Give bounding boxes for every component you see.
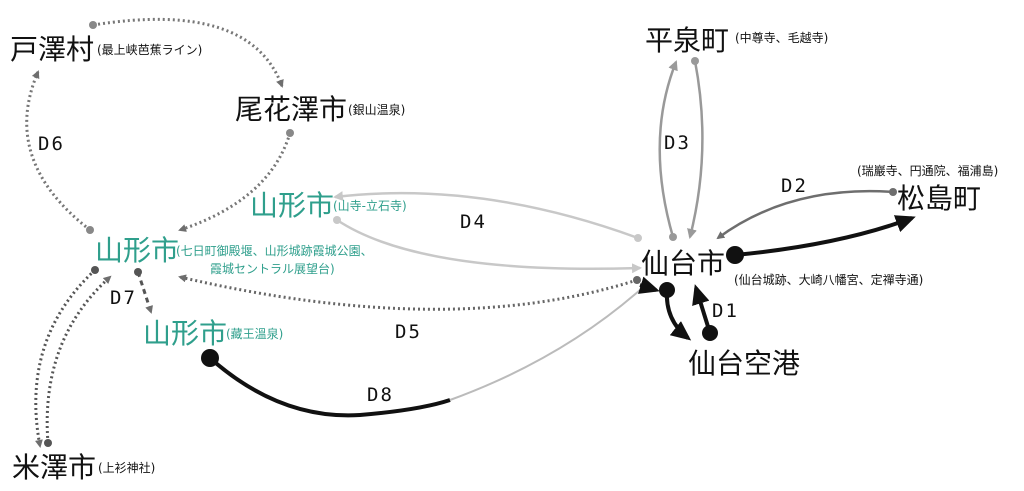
node-tozawa-note: (最上峡芭蕉ライン)	[97, 43, 203, 57]
edge-d2	[716, 189, 916, 257]
node-hiraizumi-note: (中尊寺、毛越寺)	[735, 31, 829, 45]
node-obanazawa-note: (銀山温泉)	[348, 103, 406, 117]
node-matsushima-note: (瑞巖寺、円通院、福浦島)	[857, 164, 999, 178]
edge-d8	[208, 289, 641, 418]
edge-d4	[333, 191, 642, 274]
edge-label-d1: D1	[712, 300, 739, 322]
node-matsushima: 松島町	[897, 182, 982, 215]
edge-label-d8: D8	[367, 384, 394, 406]
edge-label-d7: D7	[110, 287, 137, 309]
edge-d5	[178, 274, 638, 311]
node-tozawa: 戸澤村	[10, 33, 95, 66]
node-yamagata-yamadera-note: (山寺-立石寺)	[333, 199, 407, 213]
edge-d1	[638, 276, 712, 341]
node-yamagata-main-note-2: 霞城セントラル展望台)	[210, 262, 335, 276]
node-obanazawa: 尾花澤市	[235, 93, 348, 126]
node-yamagata-zao: 山形市	[143, 317, 228, 350]
edge-label-d4: D4	[460, 211, 487, 233]
edge-label-d6: D6	[38, 133, 65, 155]
node-yamagata-yamadera: 山形市	[250, 189, 335, 222]
node-sendai-airport: 仙台空港	[688, 347, 801, 380]
node-yonezawa-note: (上衫神社)	[98, 461, 156, 475]
node-yamagata-main: 山形市	[95, 234, 180, 267]
edge-d7	[34, 268, 153, 448]
node-sendai-note: (仙台城跡、大崎八幡宮、定禪寺通)	[734, 273, 924, 287]
node-yamagata-zao-note: (藏王溫泉)	[226, 327, 284, 341]
edge-label-d2: D2	[781, 175, 808, 197]
edge-label-d3: D3	[664, 132, 691, 154]
node-sendai: 仙台市	[641, 247, 726, 280]
edge-d6	[25, 17, 292, 232]
node-hiraizumi: 平泉町	[645, 24, 730, 57]
node-yamagata-main-note-1: (七日町御殿堰、山形城跡霞城公園、	[176, 244, 373, 258]
node-yonezawa: 米澤市	[12, 451, 97, 484]
edge-label-d5: D5	[395, 321, 422, 343]
edge-d3	[658, 60, 704, 239]
